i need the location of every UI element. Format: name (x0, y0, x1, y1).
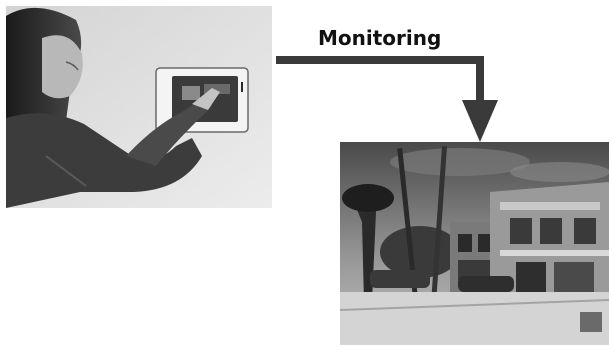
down-arrow-icon (462, 100, 498, 142)
street-houses-image (340, 142, 609, 345)
woman-touching-panel-image (6, 6, 272, 208)
monitoring-label: Monitoring (318, 26, 441, 50)
